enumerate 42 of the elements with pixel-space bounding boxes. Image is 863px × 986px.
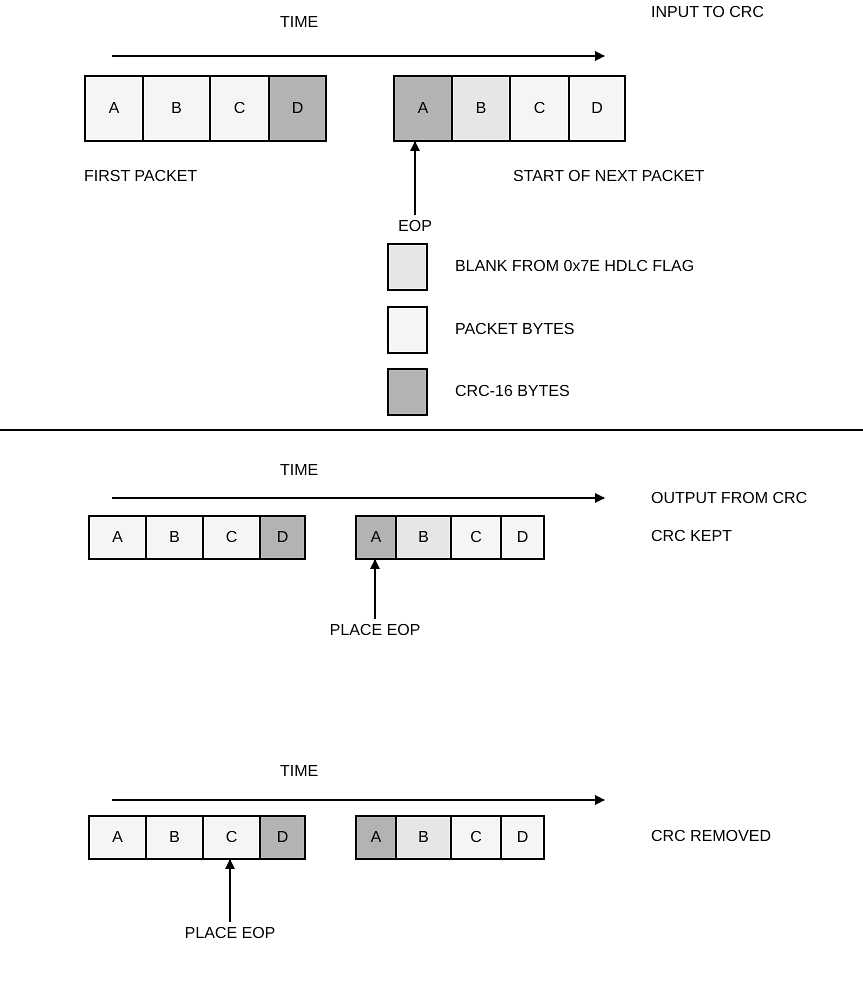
text-label: START OF NEXT PACKET [513, 168, 704, 186]
byte-cell: D [500, 815, 545, 860]
byte-cell: A [355, 815, 397, 860]
text-label: INPUT TO CRC [651, 4, 764, 22]
byte-cell: C [209, 75, 270, 142]
byte-cell: D [568, 75, 626, 142]
text-label: TIME [280, 763, 318, 781]
arrow [370, 559, 380, 619]
legend-label: BLANK FROM 0x7E HDLC FLAG [455, 258, 694, 276]
byte-cell: B [145, 515, 204, 560]
byte-cell: B [145, 815, 204, 860]
arrow [225, 859, 235, 922]
byte-cell: B [395, 815, 452, 860]
signal-label: PLACE EOP [330, 622, 420, 640]
byte-cell: C [450, 515, 502, 560]
legend-label: CRC-16 BYTES [455, 383, 570, 401]
signal-label: PLACE EOP [184, 925, 276, 943]
byte-cell: A [84, 75, 144, 142]
text-label: OUTPUT FROM CRC [651, 490, 808, 508]
byte-cell: A [393, 75, 453, 142]
byte-cell: B [451, 75, 511, 142]
byte-cell: D [259, 815, 306, 860]
byte-cell: D [500, 515, 545, 560]
byte-cell: A [88, 815, 147, 860]
byte-cell: A [355, 515, 397, 560]
text-label: TIME [280, 14, 318, 32]
text-label: FIRST PACKET [84, 168, 198, 186]
arrow [410, 141, 420, 215]
text-label: CRC KEPT [651, 528, 732, 546]
byte-cell: B [142, 75, 211, 142]
text-label: TIME [280, 462, 318, 480]
legend-label: PACKET BYTES [455, 321, 574, 339]
byte-cell: C [202, 515, 261, 560]
byte-cell: D [268, 75, 327, 142]
byte-cell: A [88, 515, 147, 560]
byte-cell: C [509, 75, 570, 142]
signal-label: EOP [398, 218, 432, 236]
byte-cell: B [395, 515, 452, 560]
byte-cell: D [259, 515, 306, 560]
byte-cell: C [450, 815, 502, 860]
byte-cell: C [202, 815, 261, 860]
text-label: CRC REMOVED [651, 828, 772, 846]
